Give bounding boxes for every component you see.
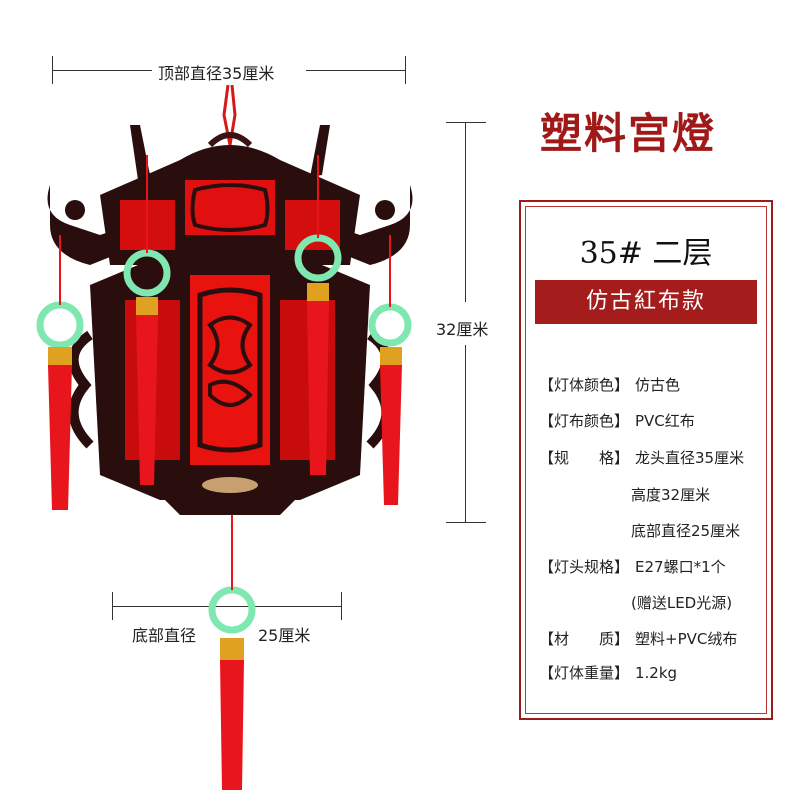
top-diameter-label: 顶部直径35厘米 <box>158 64 275 83</box>
spec-value: PVC红布 <box>635 412 695 430</box>
spec-size-bottom: 底部直径25厘米 <box>631 522 741 540</box>
lower-tier <box>90 260 370 500</box>
top-dimension-tick-right <box>405 56 406 84</box>
spec-row-body-color: 【灯体颜色】仿古色 <box>539 374 680 395</box>
spec-row-size: 【规 格】龙头直径35厘米 <box>539 447 744 468</box>
top-dimension-tick-left <box>52 56 53 84</box>
spec-label: 【灯头规格】 <box>539 558 630 576</box>
tassel-inner-left-icon <box>136 155 158 485</box>
spec-label: 【灯体颜色】 <box>539 376 630 394</box>
jade-knot-right-icon <box>368 303 412 347</box>
tassel-left-icon <box>48 235 72 510</box>
spec-card-inner-border <box>525 206 767 714</box>
spec-row-weight: 【灯体重量】 1.2kg <box>539 662 677 683</box>
style-banner: 仿古紅布款 <box>535 280 757 324</box>
spec-row-material: 【材 质】塑料+PVC绒布 <box>539 628 737 649</box>
spec-value: 塑料+PVC绒布 <box>635 630 738 648</box>
palace-lantern-image <box>36 85 413 790</box>
spec-card: 35# 二层 仿古紅布款 【灯体颜色】仿古色 【灯布颜色】 PVC红布 【规 格】… <box>519 200 773 720</box>
spec-value: 仿古色 <box>635 376 681 394</box>
spec-value: E27螺口*1个 <box>635 558 726 576</box>
height-label: 32厘米 <box>436 320 489 339</box>
spec-row-socket: 【灯头规格】 E27螺口*1个 <box>539 556 726 577</box>
spec-label: 【规 格】 <box>539 449 630 467</box>
spec-row-cloth-color: 【灯布颜色】 PVC红布 <box>539 410 695 431</box>
spec-size-height: 高度32厘米 <box>631 486 711 504</box>
bottom-diameter-value: 25厘米 <box>258 626 311 645</box>
product-title: 塑料宫燈 <box>540 109 717 158</box>
spec-label: 【灯体重量】 <box>539 664 630 682</box>
spec-value: 龙头直径35厘米 <box>635 449 745 467</box>
jade-knot-left-icon <box>36 301 84 349</box>
height-line-bottom <box>465 345 466 522</box>
jade-knot-bottom-icon <box>208 586 256 634</box>
tassel-inner-right-icon <box>307 155 329 475</box>
tassel-right-icon <box>380 235 402 505</box>
bottom-line <box>112 606 342 607</box>
top-dimension-line-right <box>306 70 406 71</box>
upper-tier <box>100 160 360 265</box>
height-tick-bottom <box>446 522 486 523</box>
spec-value: 1.2kg <box>635 664 678 682</box>
lantern-bottom-base <box>160 495 300 515</box>
spec-label: 【灯布颜色】 <box>539 412 630 430</box>
model-number: 35# 二层 <box>579 236 713 271</box>
bottom-tick-right <box>341 592 342 620</box>
tassel-bottom-icon <box>220 515 244 790</box>
spec-socket-note: (赠送LED光源) <box>631 594 733 612</box>
height-line-top <box>465 122 466 302</box>
top-dimension-line-left <box>52 70 152 71</box>
left-side-ornament <box>68 330 94 449</box>
bottom-diameter-label: 底部直径 <box>132 626 197 645</box>
height-tick-top <box>446 122 486 123</box>
spec-label: 【材 质】 <box>539 630 630 648</box>
